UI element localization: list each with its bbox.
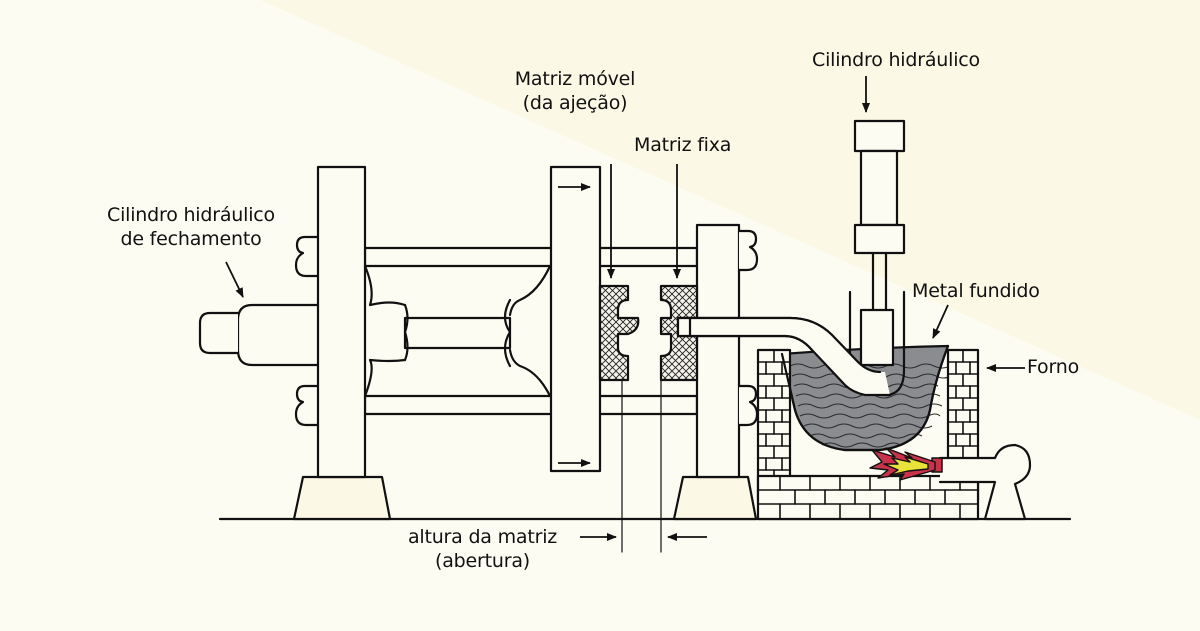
hydraulic-cylinder-body — [859, 149, 899, 227]
ram-tail — [503, 298, 512, 368]
label-die-height: altura da matriz (abertura) — [390, 525, 575, 573]
label-hydraulic-cylinder: Cilindro hidráulico — [812, 49, 980, 71]
left-platen — [316, 165, 367, 479]
melting-pot — [780, 344, 950, 452]
linkage-bottom — [363, 358, 407, 398]
label-die-height-line2: (abertura) — [435, 550, 530, 572]
bolt-bottom-right — [737, 384, 759, 427]
label-clamp-cylinder-line1: Cilindro hidráulico — [107, 204, 275, 226]
label-clamp-cylinder: Cilindro hidráulico de fechamento — [104, 203, 278, 251]
label-die-height-line1: altura da matriz — [407, 526, 558, 548]
label-moving-die: Matriz móvel (da ajeção) — [500, 67, 650, 115]
left-base — [292, 475, 392, 521]
tie-bar-top — [363, 246, 699, 268]
label-moving-die-line1: Matriz móvel — [514, 68, 636, 90]
furnace-floor — [756, 474, 980, 521]
plunger — [859, 308, 895, 367]
arrow-clamp-cylinder — [225, 261, 244, 298]
label-clamp-cylinder-line2: de fechamento — [120, 228, 262, 250]
clamp-cylinder-cap — [198, 311, 240, 355]
bolt-bottom-left — [294, 384, 320, 427]
bolt-top-left — [294, 235, 320, 278]
right-base — [672, 475, 758, 521]
tie-bar-bottom — [363, 394, 699, 416]
ram-head — [403, 303, 409, 362]
hydraulic-cylinder-cap-top — [853, 119, 906, 153]
linkage-right-bottom — [508, 348, 552, 398]
linkage-top — [363, 264, 407, 307]
label-furnace: Forno — [1027, 356, 1080, 378]
moving-die — [598, 284, 640, 382]
hydraulic-cylinder-cap-bottom — [853, 223, 906, 255]
arrow-molten-metal — [932, 304, 949, 339]
ram-rod — [403, 316, 512, 350]
gooseneck-fill — [690, 318, 890, 395]
moving-platen — [549, 165, 602, 473]
linkage-right-top — [508, 264, 552, 317]
burner-flame — [869, 447, 936, 481]
label-moving-die-line2: (da ajeção) — [522, 92, 628, 114]
bolt-top-right — [737, 229, 759, 272]
label-fixed-die: Matriz fixa — [634, 134, 732, 156]
clamp-cylinder — [236, 303, 320, 367]
label-molten-metal: Metal fundido — [912, 280, 1040, 302]
burner — [938, 443, 1032, 521]
fixed-platen — [695, 223, 741, 479]
